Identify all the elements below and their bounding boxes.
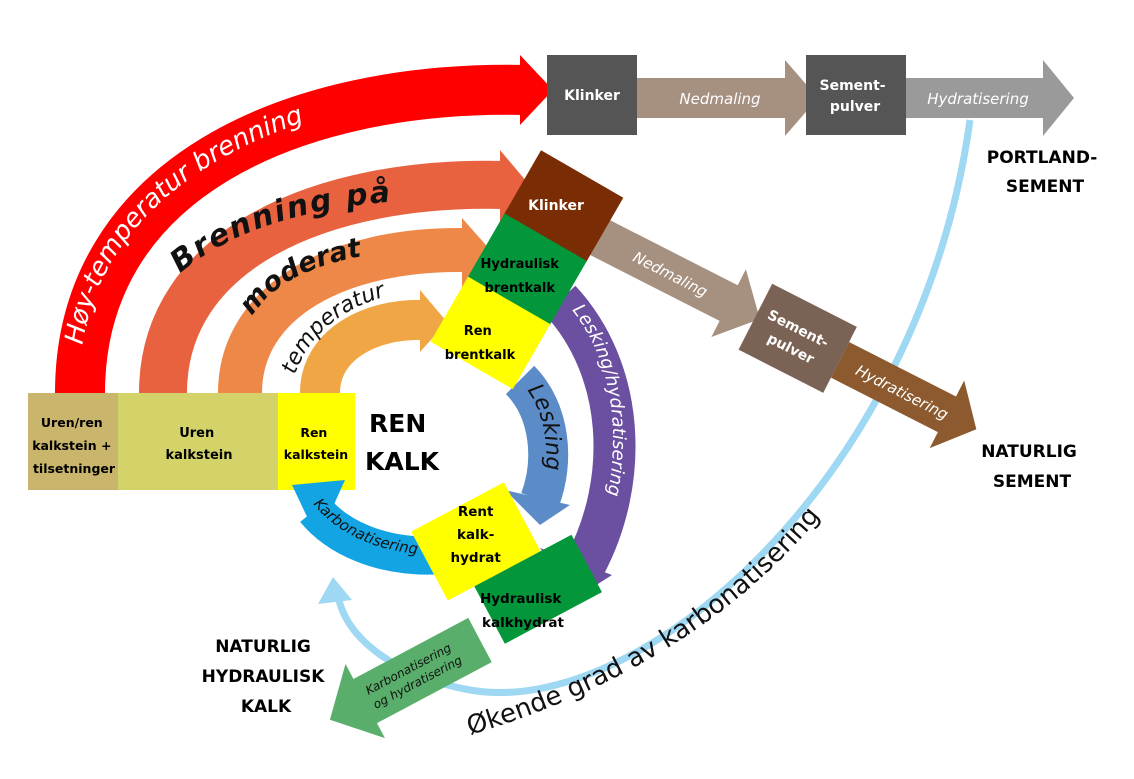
svg-text:Ren kalkstein: Ren kalkstein bbox=[284, 425, 348, 462]
carb-hydration-arrow bbox=[329, 617, 492, 739]
nhl-label-line: HYDRAULISK bbox=[202, 667, 326, 687]
natural-grinding-arrow bbox=[585, 217, 760, 337]
portland-powder-line: pulver bbox=[830, 99, 880, 115]
portland-grinding-arrow bbox=[637, 60, 818, 136]
svg-text:Hydraulisk brentkalk R: Hydraulisk brentkalk Ren brentkalk bbox=[445, 257, 564, 363]
base-mixed-line: tilsetninger bbox=[33, 461, 116, 476]
hydraulic-quicklime-box bbox=[467, 213, 587, 326]
portland-grinding-label: Nedmaling bbox=[679, 90, 760, 108]
natural-powder-box bbox=[738, 283, 857, 393]
portland-powder-line: Sement- bbox=[819, 78, 885, 94]
moderate-burning-arrowhead-middle bbox=[462, 218, 492, 287]
svg-text:NATURLIG HYDRAULISK KA: NATURLIG HYDRAULISK KALK bbox=[202, 637, 331, 717]
svg-text:NATURLIG SEMENT: NATURLIG SEMENT bbox=[981, 442, 1083, 492]
hydraulic-hydrate-line: kalkhydrat bbox=[482, 615, 565, 631]
center-title-line: REN bbox=[369, 409, 426, 438]
base-impure-line: Uren bbox=[179, 426, 214, 441]
base-pure-line: kalkstein bbox=[284, 447, 348, 462]
carbonation-trend-arrowhead bbox=[318, 577, 352, 604]
natural-cement-label-line: SEMENT bbox=[993, 472, 1072, 492]
pure-hydrate-box bbox=[411, 482, 541, 601]
center-title-line: KALK bbox=[365, 447, 441, 476]
hydraulic-quicklime-line: brentkalk bbox=[484, 281, 555, 296]
quicklime-chain bbox=[430, 150, 624, 390]
pure-hydrate-line: Rent bbox=[458, 504, 494, 520]
portland-label-line: PORTLAND- bbox=[987, 148, 1098, 168]
portland-powder-box bbox=[806, 55, 906, 135]
moderate-burning-arrow-middle bbox=[218, 227, 466, 395]
moderate-burning-arrow-inner bbox=[300, 299, 426, 395]
svg-text:REN KALK: REN KALK bbox=[365, 409, 441, 476]
moderate-burning-arrowhead-outer bbox=[500, 150, 532, 225]
natural-cement-label-line: NATURLIG bbox=[981, 442, 1077, 462]
slaking-arrow bbox=[505, 365, 569, 508]
pure-quicklime-box bbox=[430, 276, 551, 390]
base-mixed-line: kalkstein + bbox=[32, 438, 111, 453]
natural-klinker-box bbox=[503, 150, 624, 263]
carbonation-trend-curve bbox=[334, 119, 974, 696]
base-pure-line: Ren bbox=[300, 425, 327, 440]
pure-hydrate-line: kalk- bbox=[457, 527, 494, 543]
hydrate-chain bbox=[411, 482, 602, 644]
pure-hydrate-line: hydrat bbox=[451, 550, 502, 566]
pure-quicklime-line: Ren bbox=[464, 324, 492, 339]
pure-limestone-box bbox=[278, 393, 355, 490]
nhl-label-line: KALK bbox=[241, 697, 292, 717]
high-temp-burning-arrowhead bbox=[520, 55, 553, 125]
high-temp-burning-arrow bbox=[55, 64, 526, 394]
hydraulic-hydrate-box bbox=[474, 534, 602, 644]
portland-hydration-arrow bbox=[906, 60, 1074, 136]
natural-klinker-label: Klinker bbox=[528, 198, 584, 214]
svg-text:Uren kalkstein: Uren kalkstein bbox=[166, 426, 233, 463]
base-impure-line: kalkstein bbox=[166, 448, 233, 463]
moderate-burning-arrow-outer bbox=[139, 160, 506, 394]
portland-klinker-label: Klinker bbox=[564, 88, 620, 104]
carbonation-arrowhead bbox=[292, 480, 345, 540]
portland-klinker-box bbox=[547, 55, 637, 135]
base-mixed-line: Uren/ren bbox=[41, 415, 103, 430]
svg-text:PORTLAND- SEMENT: PORTLAND- SEMENT bbox=[987, 148, 1103, 197]
moderate-burning-arrowhead-inner bbox=[420, 290, 447, 352]
svg-text:Uren/ren kalkstein + t: Uren/ren kalkstein + tilsetninger bbox=[32, 415, 116, 476]
impure-limestone-box bbox=[118, 393, 280, 490]
portland-label-line: SEMENT bbox=[1006, 177, 1085, 197]
slaking-arrowhead bbox=[505, 490, 570, 525]
svg-text:Rent kalk- hydrat: Rent kalk- hydrat Hydraulisk kalkhydrat bbox=[451, 504, 567, 631]
impure-pure-limestone-additives-box bbox=[28, 393, 120, 490]
svg-text:Sement- pulver: Sement- pulver bbox=[819, 78, 890, 115]
natural-cement-chain: Nedmaling Sement- pulver Hydratisering bbox=[585, 217, 977, 449]
nhl-label-line: NATURLIG bbox=[215, 637, 311, 657]
hydraulic-hydrate-line: Hydraulisk bbox=[480, 591, 562, 607]
slaking-hydration-arrow bbox=[544, 285, 636, 575]
pure-quicklime-line: brentkalk bbox=[445, 348, 516, 363]
hydraulic-quicklime-line: Hydraulisk bbox=[481, 257, 560, 272]
portland-hydration-label: Hydratisering bbox=[927, 90, 1029, 108]
natural-hydration-arrow bbox=[830, 342, 977, 449]
